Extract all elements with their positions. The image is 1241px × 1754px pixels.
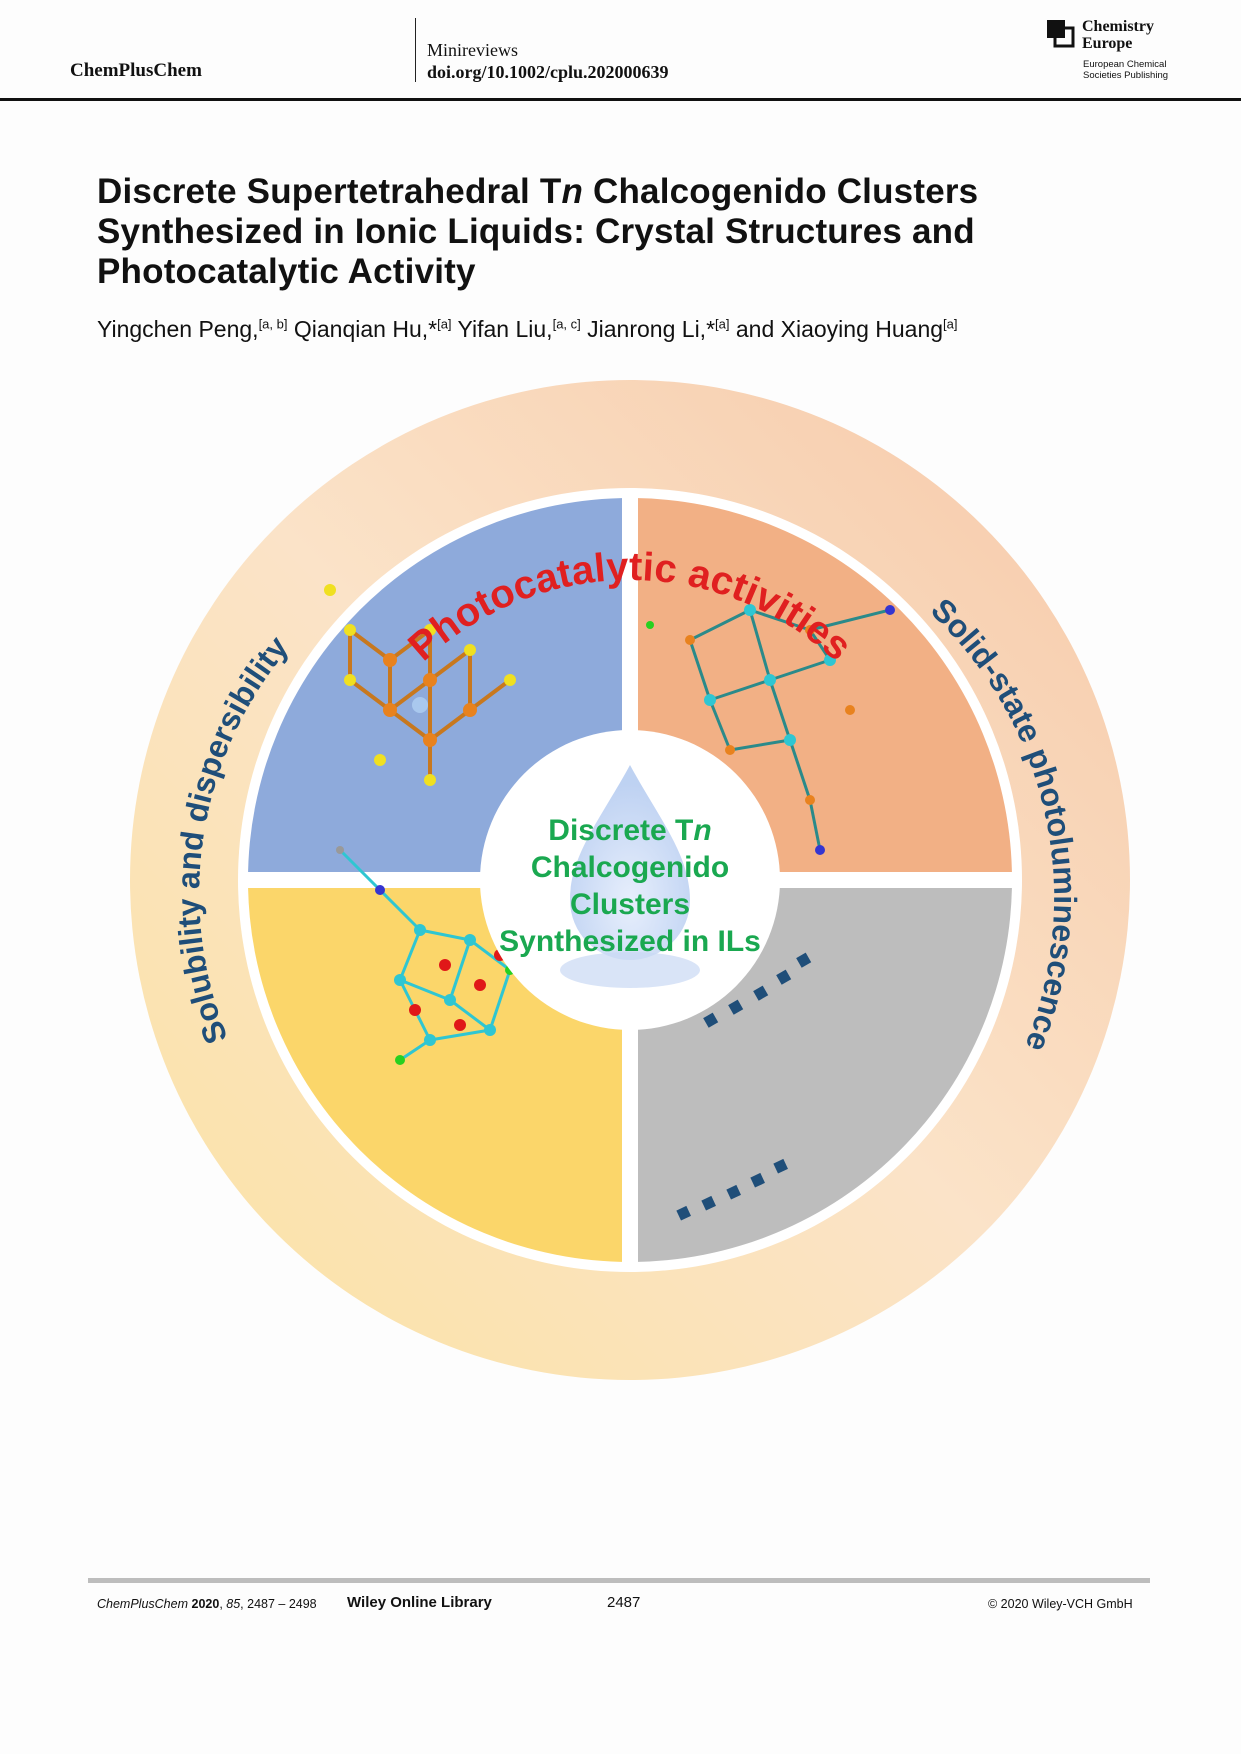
author-affiliation: [a, c]: [552, 316, 581, 332]
author-affiliation: [a]: [943, 316, 958, 332]
citation-year: 2020: [191, 1597, 220, 1611]
cluster-structure-tr: [646, 604, 895, 855]
footer-rule: [88, 1578, 1150, 1583]
author-name: Qianqian Hu,*: [293, 316, 438, 342]
graphical-abstract: Discrete Tn Chalcogenido Clusters Synthe…: [130, 380, 1130, 1380]
title-italic-n: n: [561, 172, 584, 211]
copyright-notice: © 2020 Wiley-VCH GmbH: [988, 1597, 1133, 1611]
citation-volume: 85: [226, 1597, 241, 1611]
ellipsis-marks-ring: [676, 1158, 788, 1221]
author-name: Yingchen Peng,: [97, 316, 259, 342]
author-affiliation: [a]: [715, 316, 730, 332]
chemistry-europe-logo-icon: [1047, 20, 1075, 48]
section-label: Minireviews: [427, 40, 518, 60]
article-title: Discrete Supertetrahedral Tn Chalcogenid…: [97, 172, 1157, 292]
author-affiliation: [a]: [437, 316, 452, 332]
publisher-sub-line2: Societies Publishing: [1083, 70, 1169, 81]
header-rule: [0, 98, 1241, 101]
center-title-line1: Discrete Tn: [548, 814, 711, 847]
citation-pages: 2487 – 2498: [247, 1597, 317, 1611]
author-name: Yifan Liu,: [457, 316, 553, 342]
ellipsis-marks-br: [703, 952, 812, 1028]
header-divider: [415, 18, 416, 82]
publisher-sub-line1: European Chemical: [1083, 59, 1167, 70]
footer-citation: ChemPlusChem 2020, 85, 2487 – 2498: [97, 1597, 317, 1611]
center-title-line2: Chalcogenido: [531, 851, 729, 884]
publisher-subtitle: European Chemical Societies Publishing: [1083, 59, 1168, 81]
journal-name: ChemPlusChem: [70, 60, 202, 81]
wiley-online-library-link[interactable]: Wiley Online Library: [347, 1594, 492, 1611]
water-drop-icon: [570, 765, 690, 960]
publisher-name-line1: Chemistry: [1082, 18, 1154, 35]
center-title-line3: Clusters: [570, 888, 690, 921]
title-part: Chalcogenido Clusters Synthesized in Ion…: [97, 172, 979, 291]
author-name: and Xiaoying Huang: [735, 316, 944, 342]
title-part: Discrete Supertetrahedral T: [97, 172, 562, 211]
publisher-name-line2: Europe: [1082, 35, 1133, 52]
author-affiliation: [a, b]: [258, 316, 288, 332]
page-number: 2487: [607, 1594, 641, 1611]
doi-link[interactable]: doi.org/10.1002/cplu.202000639: [427, 62, 669, 82]
cluster-structure-bl: [336, 846, 515, 1065]
cluster-structure-tl: [324, 584, 516, 786]
author-name: Jianrong Li,*: [587, 316, 716, 342]
citation-journal: ChemPlusChem: [97, 1597, 189, 1611]
center-title-line4: Synthesized in ILs: [499, 925, 761, 958]
author-list: Yingchen Peng,[a, b] Qianqian Hu,*[a] Yi…: [97, 316, 1177, 343]
drop-splash: [560, 952, 700, 988]
